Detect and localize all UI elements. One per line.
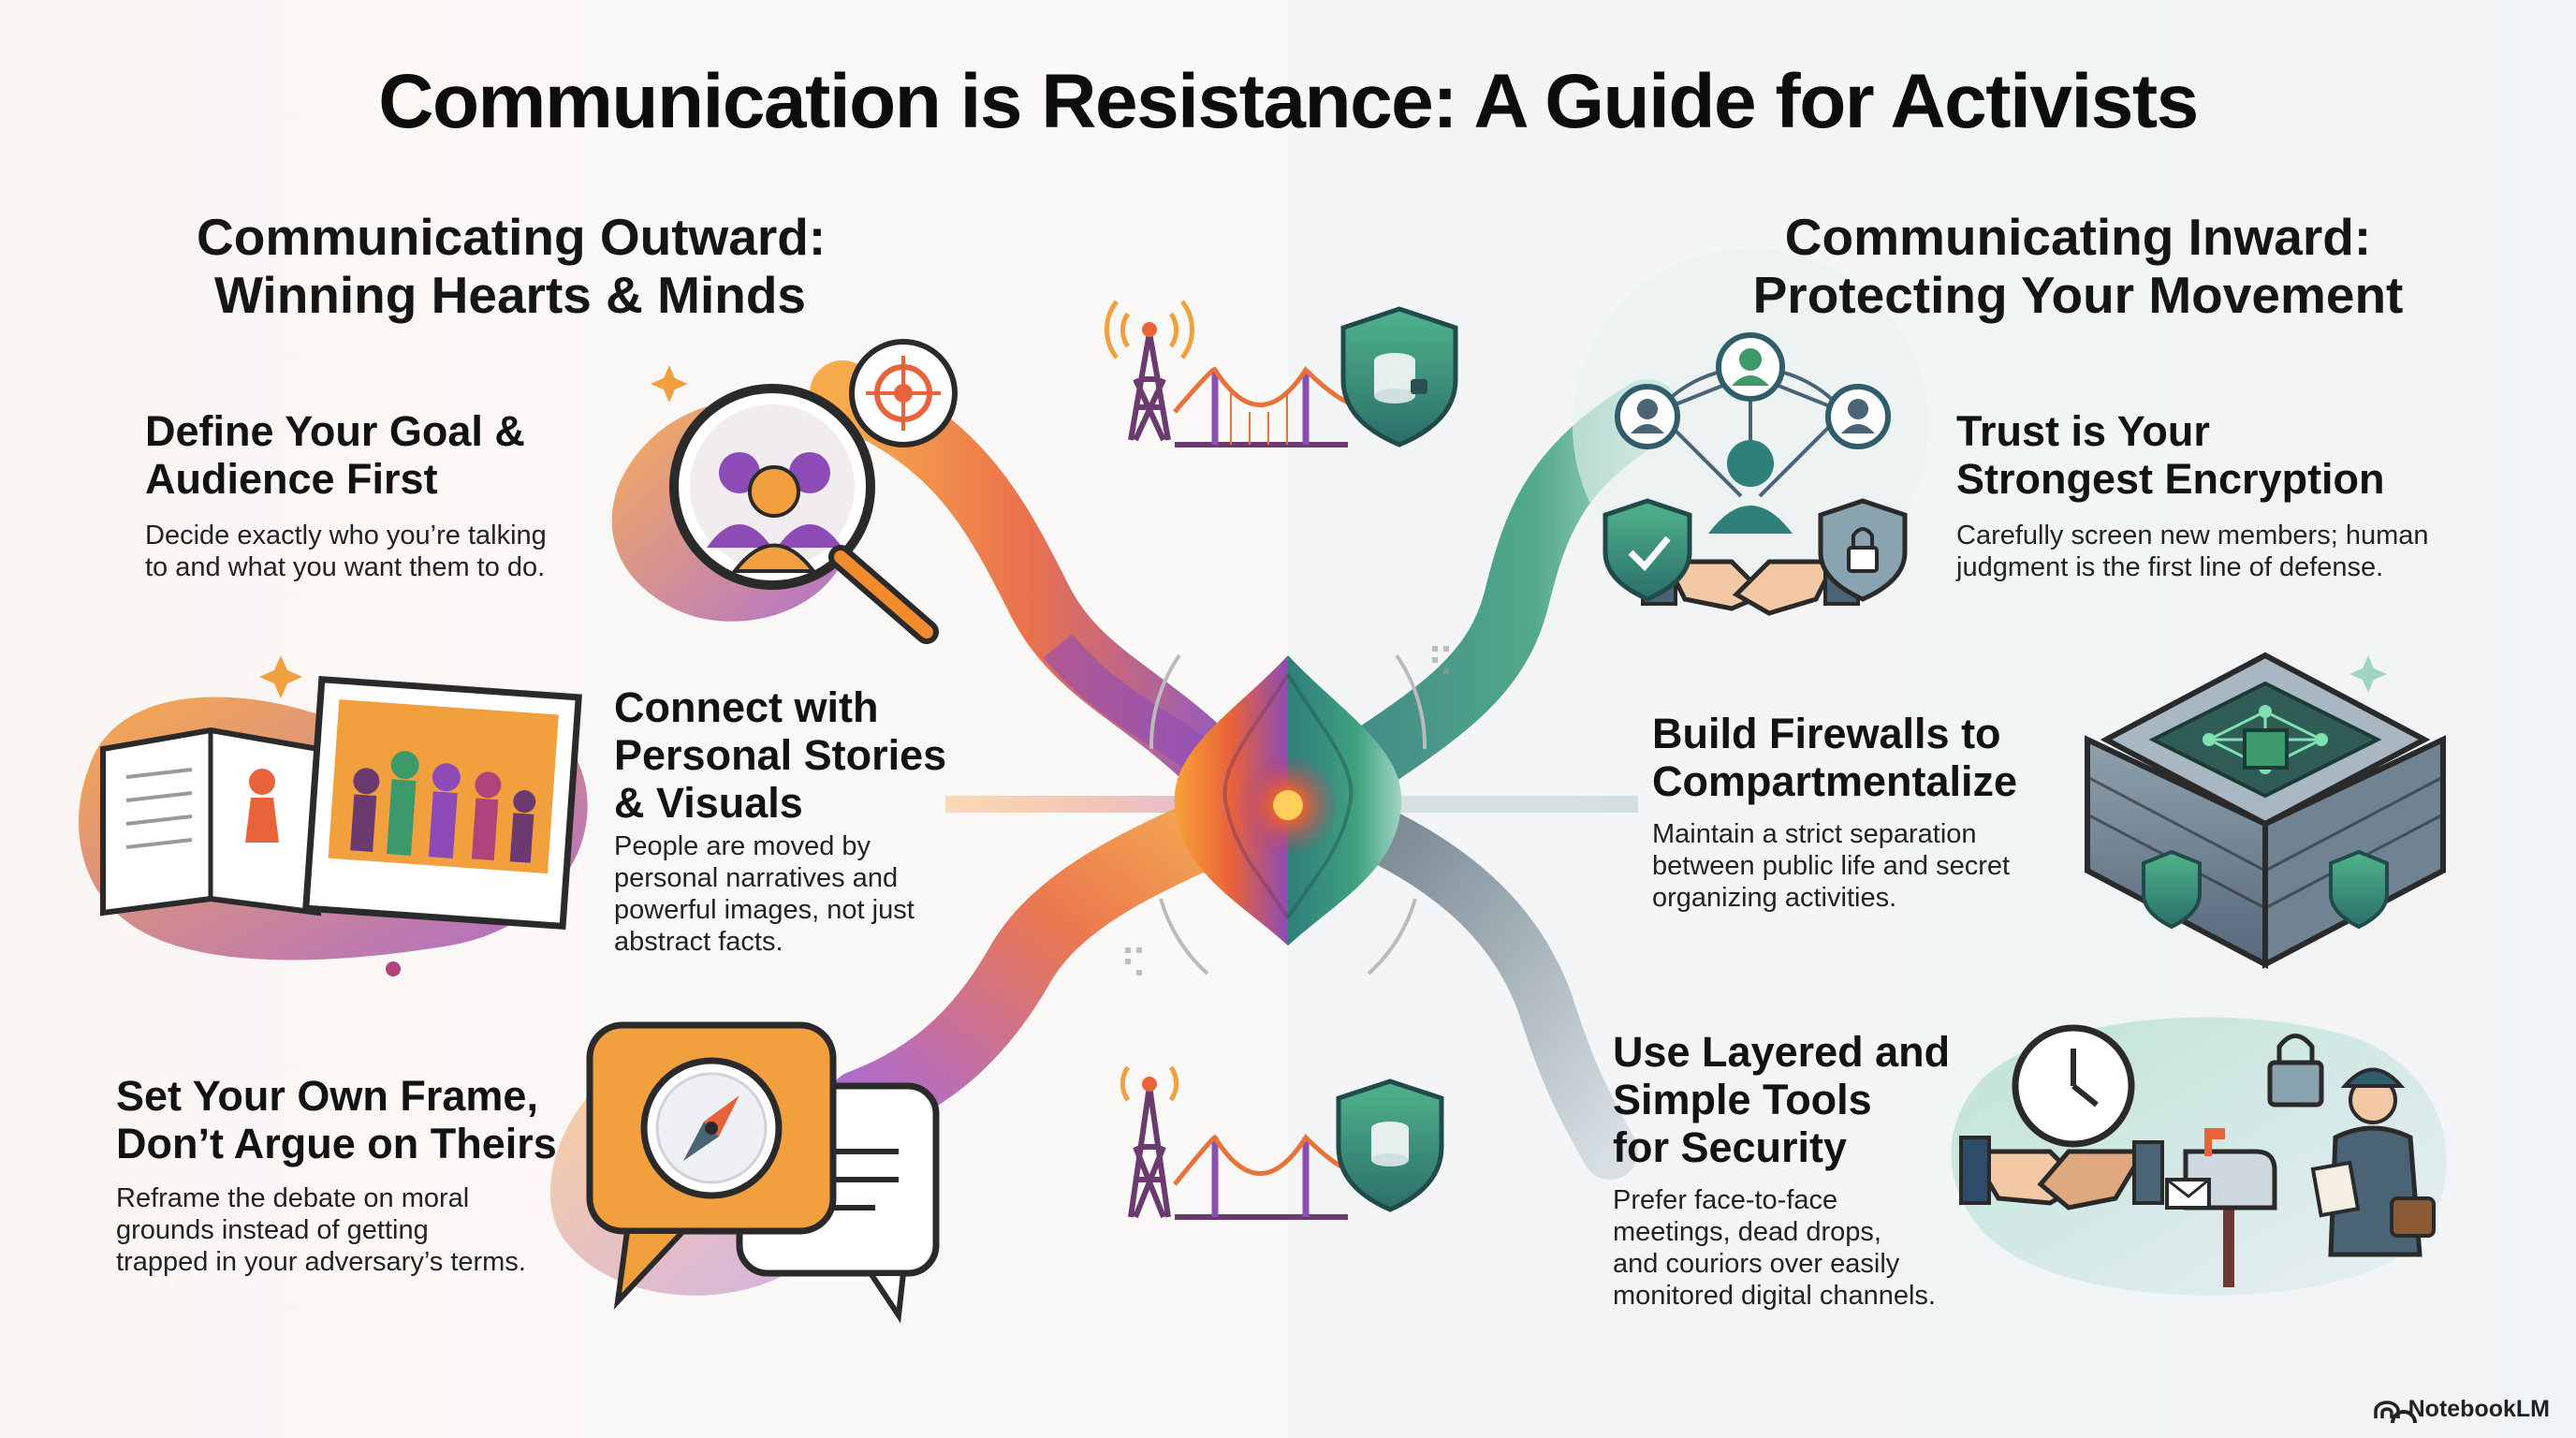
item-title: Trust is Your Strongest Encryption [1956, 407, 2428, 503]
book-photo-icon [79, 655, 588, 976]
notebooklm-mark-icon [2373, 1400, 2400, 1418]
item-description-line: between public life and secret [1652, 851, 2011, 881]
item-description-line: and couriors over easily [1613, 1249, 1900, 1279]
outward-item-own-frame: Set Your Own Frame, Don’t Argue on Their… [116, 1072, 557, 1278]
notebooklm-logo-icon [2391, 1410, 2417, 1424]
item-description: Maintain a strict separation between pub… [1652, 818, 2017, 914]
item-title-line: & Visuals [614, 779, 803, 827]
item-title-line: Trust is Your [1956, 407, 2210, 455]
inward-heading-line: Communicating Inward: [1784, 208, 2372, 266]
outward-heading-line: Winning Hearts & Minds [213, 266, 807, 324]
outward-heading-line: Communicating Outward: [197, 208, 827, 266]
top-tower-bridge-shield-group [1104, 300, 1458, 448]
item-description-line: grounds instead of getting [116, 1215, 429, 1245]
outward-heading: Communicating Outward: Winning Hearts & … [197, 208, 827, 324]
item-description-line: Maintain a strict separation [1652, 819, 1977, 849]
item-description-line: abstract facts. [614, 927, 783, 957]
item-title: Set Your Own Frame, Don’t Argue on Their… [116, 1072, 557, 1167]
item-description-line: monitored digital channels. [1613, 1281, 1936, 1311]
bridge-icon [1173, 366, 1350, 448]
item-title-line: Connect with [614, 683, 879, 731]
inward-heading-line: Protecting Your Movement [1752, 266, 2404, 324]
item-description-line: Decide exactly who you’re talking [145, 521, 547, 550]
notebooklm-badge: NotebookLM [2373, 1396, 2550, 1423]
item-title: Use Layered and Simple Tools for Securit… [1613, 1028, 1950, 1171]
item-description-line: Reframe the debate on moral [116, 1183, 470, 1213]
item-description-line: personal narratives and [614, 863, 899, 893]
item-title-line: Build Firewalls to [1652, 710, 2001, 757]
page-title: Communication is Resistance: A Guide for… [378, 59, 2199, 144]
item-title-line: Strongest Encryption [1956, 455, 2385, 503]
item-description-line: People are moved by [614, 831, 871, 861]
item-description: Prefer face-to-face meetings, dead drops… [1613, 1184, 1950, 1312]
item-title-line: Don’t Argue on Theirs [116, 1120, 557, 1167]
courier-mailbox-icon [1951, 1017, 2447, 1296]
item-title: Build Firewalls to Compartmentalize [1652, 710, 2017, 805]
item-description: Decide exactly who you’re talking to and… [145, 520, 547, 583]
item-title-line: Set Your Own Frame, [116, 1072, 538, 1120]
bottom-tower-bridge-shield-group [1120, 1065, 1444, 1220]
shield-database-icon [1336, 1078, 1444, 1212]
radio-tower-icon [1120, 1065, 1179, 1219]
network-handshake-icon [1573, 248, 1928, 616]
inward-item-layered-tools: Use Layered and Simple Tools for Securit… [1613, 1028, 1950, 1312]
item-title-line: Use Layered and [1613, 1028, 1951, 1076]
outward-item-personal-stories: Connect with Personal Stories & Visuals … [614, 683, 946, 958]
item-title-line: Audience First [145, 455, 438, 503]
item-description-line: judgment is the first line of defense. [1956, 552, 2384, 582]
magnifier-audience-icon [611, 339, 958, 644]
item-title: Define Your Goal & Audience First [145, 407, 547, 503]
item-description: People are moved by personal narratives … [614, 830, 946, 958]
item-description: Reframe the debate on moral grounds inst… [116, 1182, 557, 1278]
item-title-line: Define Your Goal & [145, 407, 525, 455]
badge-label: NotebookLM [2408, 1396, 2550, 1422]
item-title-line: for Security [1613, 1123, 1848, 1171]
inward-heading: Communicating Inward: Protecting Your Mo… [1750, 208, 2406, 324]
item-description-line: meetings, dead drops, [1613, 1217, 1881, 1247]
item-title-line: Simple Tools [1613, 1076, 1872, 1123]
item-title: Connect with Personal Stories & Visuals [614, 683, 946, 827]
inward-item-trust: Trust is Your Strongest Encryption Caref… [1956, 407, 2428, 583]
item-description-line: Prefer face-to-face [1613, 1185, 1838, 1215]
compass-speech-bubble-icon [550, 1021, 940, 1324]
shield-database-icon [1340, 306, 1458, 448]
item-description-line: powerful images, not just [614, 895, 915, 925]
bridge-icon [1173, 1134, 1350, 1220]
outward-item-define-goal: Define Your Goal & Audience First Decide… [145, 407, 547, 583]
item-description: Carefully screen new members; human judg… [1956, 520, 2428, 583]
radio-tower-icon [1104, 300, 1195, 442]
walled-fortress-icon [2085, 652, 2446, 969]
item-description-line: Carefully screen new members; human [1956, 521, 2429, 550]
item-title-line: Personal Stories [614, 731, 947, 779]
item-description-line: to and what you want them to do. [145, 552, 546, 582]
item-description-line: organizing activities. [1652, 883, 1897, 913]
item-description-line: trapped in your adversary’s terms. [116, 1247, 526, 1277]
inward-item-firewalls: Build Firewalls to Compartmentalize Main… [1652, 710, 2017, 914]
item-title-line: Compartmentalize [1652, 757, 2018, 805]
